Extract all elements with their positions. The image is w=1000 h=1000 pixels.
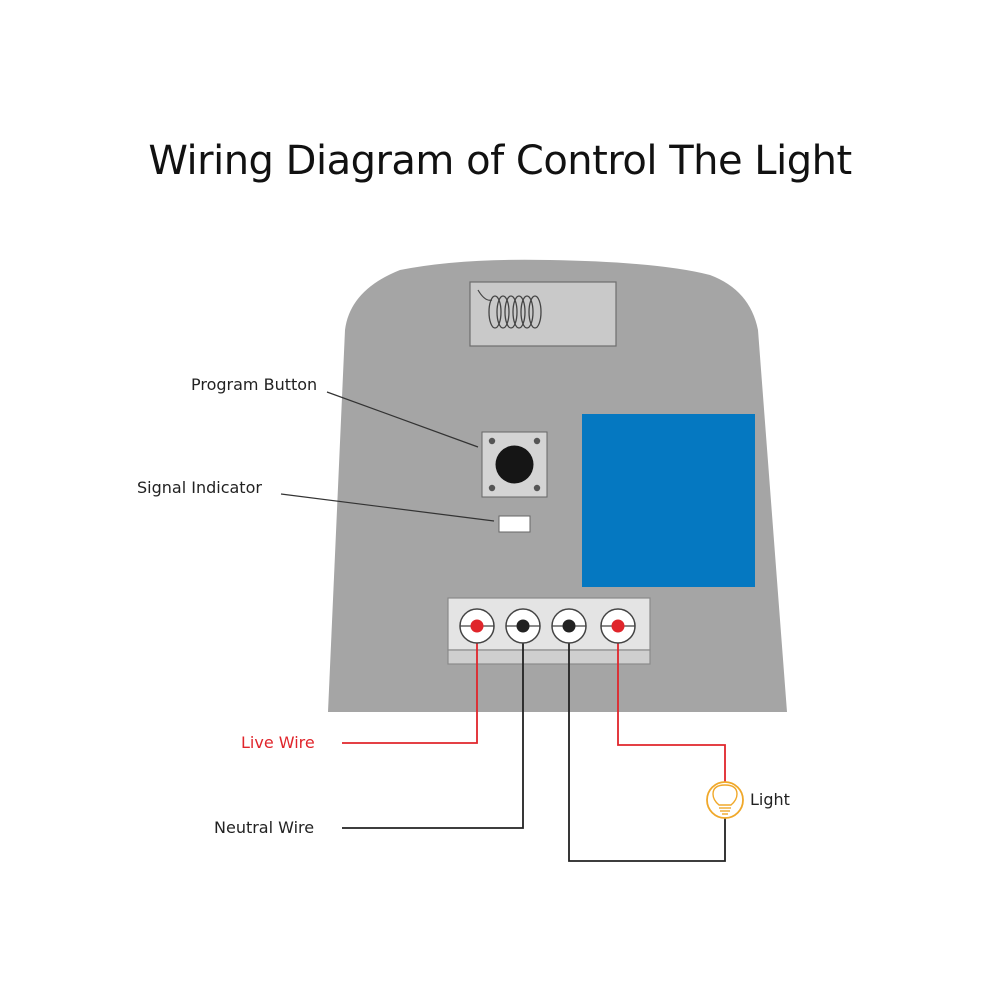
live-to-light-line (617, 626, 726, 782)
signal-indicator-leader (280, 493, 495, 522)
neutral-wire-label: Neutral Wire (214, 818, 314, 837)
signal-indicator-label: Signal Indicator (137, 478, 262, 497)
diagram-title: Wiring Diagram of Control The Light (148, 138, 852, 184)
neutral-return-line (568, 626, 726, 862)
live-wire-label: Live Wire (241, 733, 315, 752)
antenna-coil (469, 281, 617, 347)
neutral-wire-line (342, 626, 524, 829)
light-bulb-icon (706, 781, 744, 819)
signal-indicator-led (498, 515, 531, 533)
program-button-leader (326, 391, 479, 448)
live-wire-line (342, 626, 478, 744)
program-button[interactable] (481, 431, 548, 498)
terminal-4 (600, 608, 636, 644)
terminal-1 (459, 608, 495, 644)
terminal-3 (551, 608, 587, 644)
controller-housing (328, 259, 787, 712)
light-label: Light (750, 790, 790, 809)
program-button-label: Program Button (191, 375, 317, 394)
terminal-2 (505, 608, 541, 644)
relay-module (582, 414, 755, 587)
